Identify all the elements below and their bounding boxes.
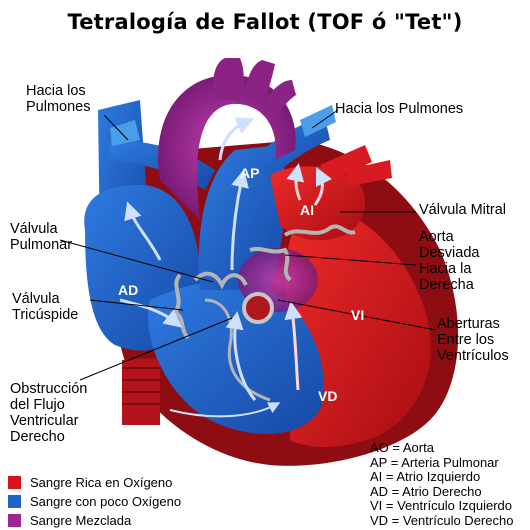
legend-swatch-purple xyxy=(8,514,21,527)
ventricular-septal-defect xyxy=(242,292,274,324)
chamber-label-vi: VI xyxy=(351,307,365,323)
abbreviation-item: AD = Atrio Derecho xyxy=(370,483,482,499)
legend-swatch-red xyxy=(8,476,21,489)
legend-swatch-blue xyxy=(8,495,21,508)
legend-item-oxygen-poor: Sangre con poco Oxígeno xyxy=(8,492,181,511)
color-legend: Sangre Rica en Oxígeno Sangre con poco O… xyxy=(8,473,181,530)
abbreviation-item: VD = Ventrículo Derecho xyxy=(370,512,514,528)
legend-item-oxygen-rich: Sangre Rica en Oxígeno xyxy=(8,473,181,492)
abbreviation-item: AI = Atrio Izquierdo xyxy=(370,469,481,485)
label-to-lungs-left: Hacia los Pulmones xyxy=(26,83,91,115)
label-tricuspid-valve: Válvula Tricúspide xyxy=(12,291,79,323)
label-ventricle-openings: Aberturas Entre los Ventrículos xyxy=(437,316,509,364)
aorta xyxy=(158,75,296,220)
pulmonary-valve-outline xyxy=(193,271,248,290)
label-obstruction: Obstrucción del Flujo Ventricular Derech… xyxy=(10,381,88,445)
chamber-label-ap: AP xyxy=(240,165,260,181)
chamber-label-ai: AI xyxy=(300,202,314,218)
label-aorta-shifted: Aorta Desviada Hacia la Derecha xyxy=(419,229,480,293)
abbreviation-item: AP = Arteria Pulmonar xyxy=(370,454,499,470)
label-to-lungs-right: Hacia los Pulmones xyxy=(335,101,464,117)
label-mitral-valve: Válvula Mitral xyxy=(419,202,507,218)
abbreviation-item: VI = Ventrículo Izquierdo xyxy=(370,498,513,514)
diagram-title: Tetralogía de Fallot (TOF ó "Tet") xyxy=(67,10,463,34)
abbreviation-item: AO = Aorta xyxy=(370,440,434,455)
mitral-valve-outline xyxy=(283,224,356,237)
chamber-label-vd: VD xyxy=(318,388,338,404)
chamber-label-ao: AO xyxy=(216,115,237,131)
legend-item-mixed: Sangre Mezclada xyxy=(8,511,181,530)
abbreviation-list: AO = Aorta AP = Arteria Pulmonar AI = At… xyxy=(370,440,514,529)
label-pulmonary-valve: Válvula Pulmonar xyxy=(10,221,73,253)
chamber-label-ad: AD xyxy=(118,282,139,298)
